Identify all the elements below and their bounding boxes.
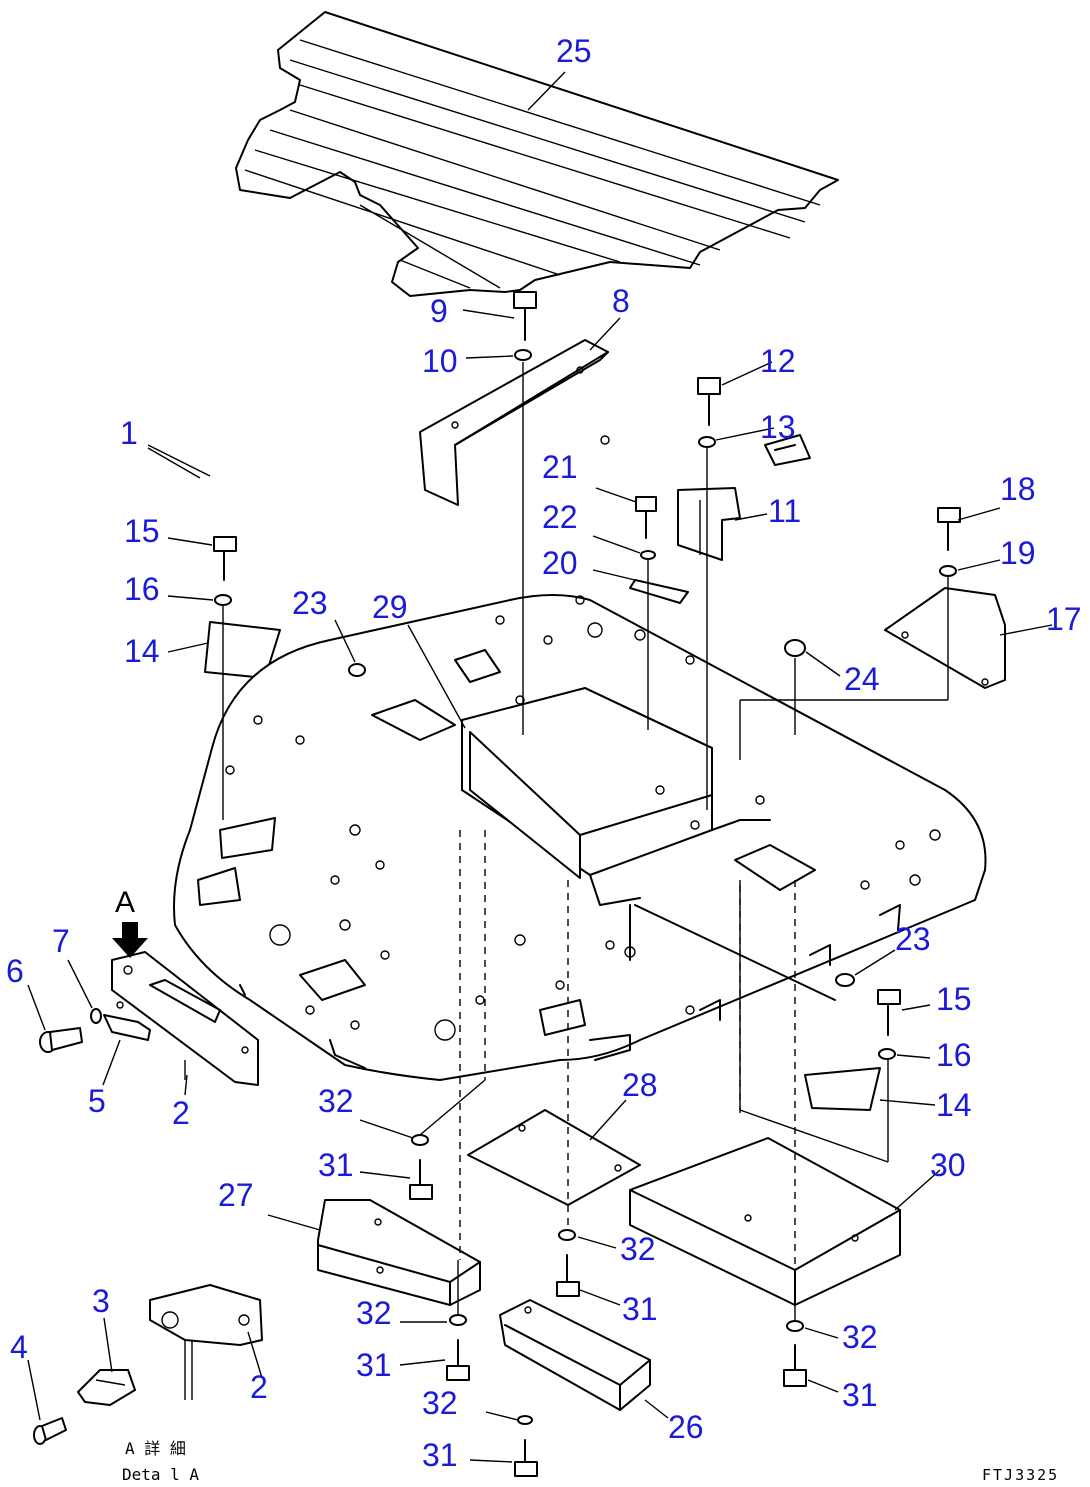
callout-31-lower-left: 31	[356, 1347, 392, 1383]
detail-caption-line2: Deta l A	[122, 1465, 199, 1484]
callout-18: 18	[1000, 471, 1036, 507]
callout-2-detail: 2	[250, 1369, 268, 1405]
callout-labels: 1 2 2 3 4 5 6 7 8 9 10 11 12 13 14 14 15…	[6, 33, 1082, 1473]
bolt-6	[39, 1008, 102, 1053]
callout-20: 20	[542, 545, 578, 581]
detail-a: A 詳 細 Deta l A	[33, 1284, 263, 1484]
drawing-code: FTJ3325	[982, 1466, 1059, 1484]
callout-17: 17	[1046, 601, 1082, 637]
cover-plate	[419, 339, 609, 506]
callout-30: 30	[930, 1147, 966, 1183]
callout-32-right: 32	[842, 1319, 878, 1355]
callout-28: 28	[622, 1067, 658, 1103]
callout-8: 8	[612, 283, 630, 319]
callout-2-main: 2	[172, 1095, 190, 1131]
fasteners	[213, 291, 961, 1477]
assembly-lines	[222, 362, 949, 1320]
callout-32-center: 32	[620, 1231, 656, 1267]
callout-9: 9	[430, 293, 448, 329]
view-arrow-label: A	[115, 886, 135, 919]
callout-14-upper: 14	[124, 633, 160, 669]
callout-31-left: 31	[318, 1147, 354, 1183]
callout-11: 11	[768, 493, 801, 529]
callout-32-bottom: 32	[422, 1385, 458, 1421]
leader-lines	[27, 71, 1053, 1463]
callout-27: 27	[218, 1177, 254, 1213]
callout-5: 5	[88, 1083, 106, 1119]
callout-13: 13	[760, 409, 796, 445]
block-26	[499, 1299, 651, 1411]
callout-23-lower: 23	[895, 921, 931, 957]
callout-26: 26	[668, 1409, 704, 1445]
callout-3: 3	[92, 1283, 110, 1319]
callout-7: 7	[52, 923, 70, 959]
callout-24: 24	[844, 661, 880, 697]
callout-32-lower-left: 32	[356, 1295, 392, 1331]
callout-22: 22	[542, 499, 578, 535]
side-bracket	[111, 951, 259, 1086]
block-30	[629, 1137, 901, 1306]
callout-29: 29	[372, 589, 408, 625]
callout-21: 21	[542, 449, 578, 485]
pin-5	[103, 1014, 151, 1041]
plate-17	[884, 587, 1006, 689]
callout-1: 1	[120, 415, 138, 451]
callout-19: 19	[1000, 535, 1036, 571]
callout-12: 12	[760, 343, 796, 379]
floor-frame	[173, 434, 987, 1081]
callout-31-center: 31	[622, 1291, 658, 1327]
callout-31-right: 31	[842, 1377, 878, 1413]
block-27	[317, 1199, 481, 1306]
callout-10: 10	[422, 343, 458, 379]
callout-4: 4	[10, 1329, 28, 1365]
callout-14-lower: 14	[936, 1087, 972, 1123]
callout-23-upper: 23	[292, 585, 328, 621]
callout-25: 25	[556, 33, 592, 69]
detail-caption-line1: A 詳 細	[125, 1439, 186, 1458]
view-arrow: A	[112, 886, 148, 958]
callout-31-bottom: 31	[422, 1437, 458, 1473]
plate-28	[467, 1109, 641, 1206]
floor-mat	[235, 11, 839, 297]
piece-20	[629, 579, 689, 604]
plate-14-lower	[804, 1067, 881, 1111]
callout-15-lower: 15	[936, 981, 972, 1017]
callout-16-upper: 16	[124, 571, 160, 607]
callout-15-upper: 15	[124, 513, 160, 549]
callout-6: 6	[6, 953, 24, 989]
bracket	[677, 487, 741, 561]
callout-32-left: 32	[318, 1083, 354, 1119]
callout-16-lower: 16	[936, 1037, 972, 1073]
